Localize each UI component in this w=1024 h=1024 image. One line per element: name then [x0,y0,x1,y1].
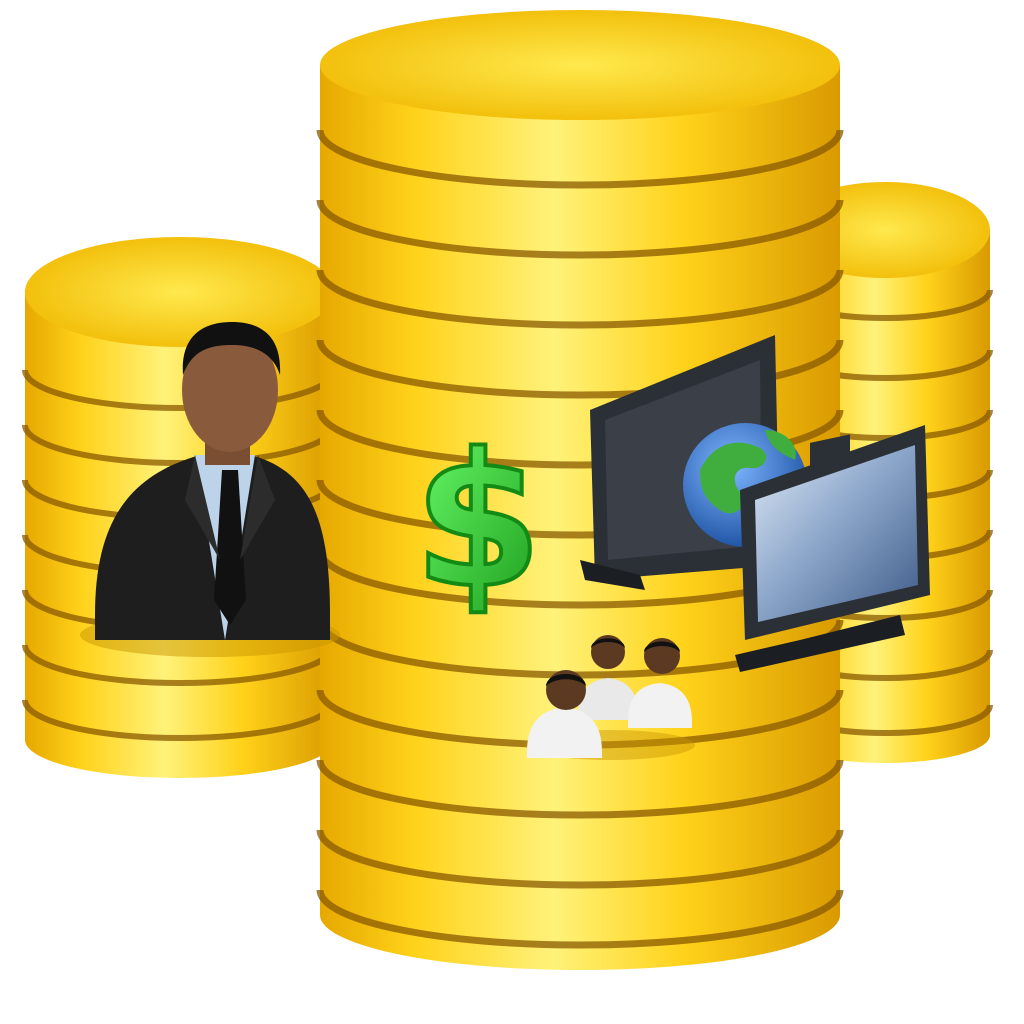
center-coin-stack [316,10,844,970]
svg-text:$: $ [414,413,543,629]
businessman-icon [80,322,340,657]
people-group-icon [525,635,695,760]
dollar-sign-icon: $ [412,411,545,631]
computer-monitor-icon [735,425,930,672]
